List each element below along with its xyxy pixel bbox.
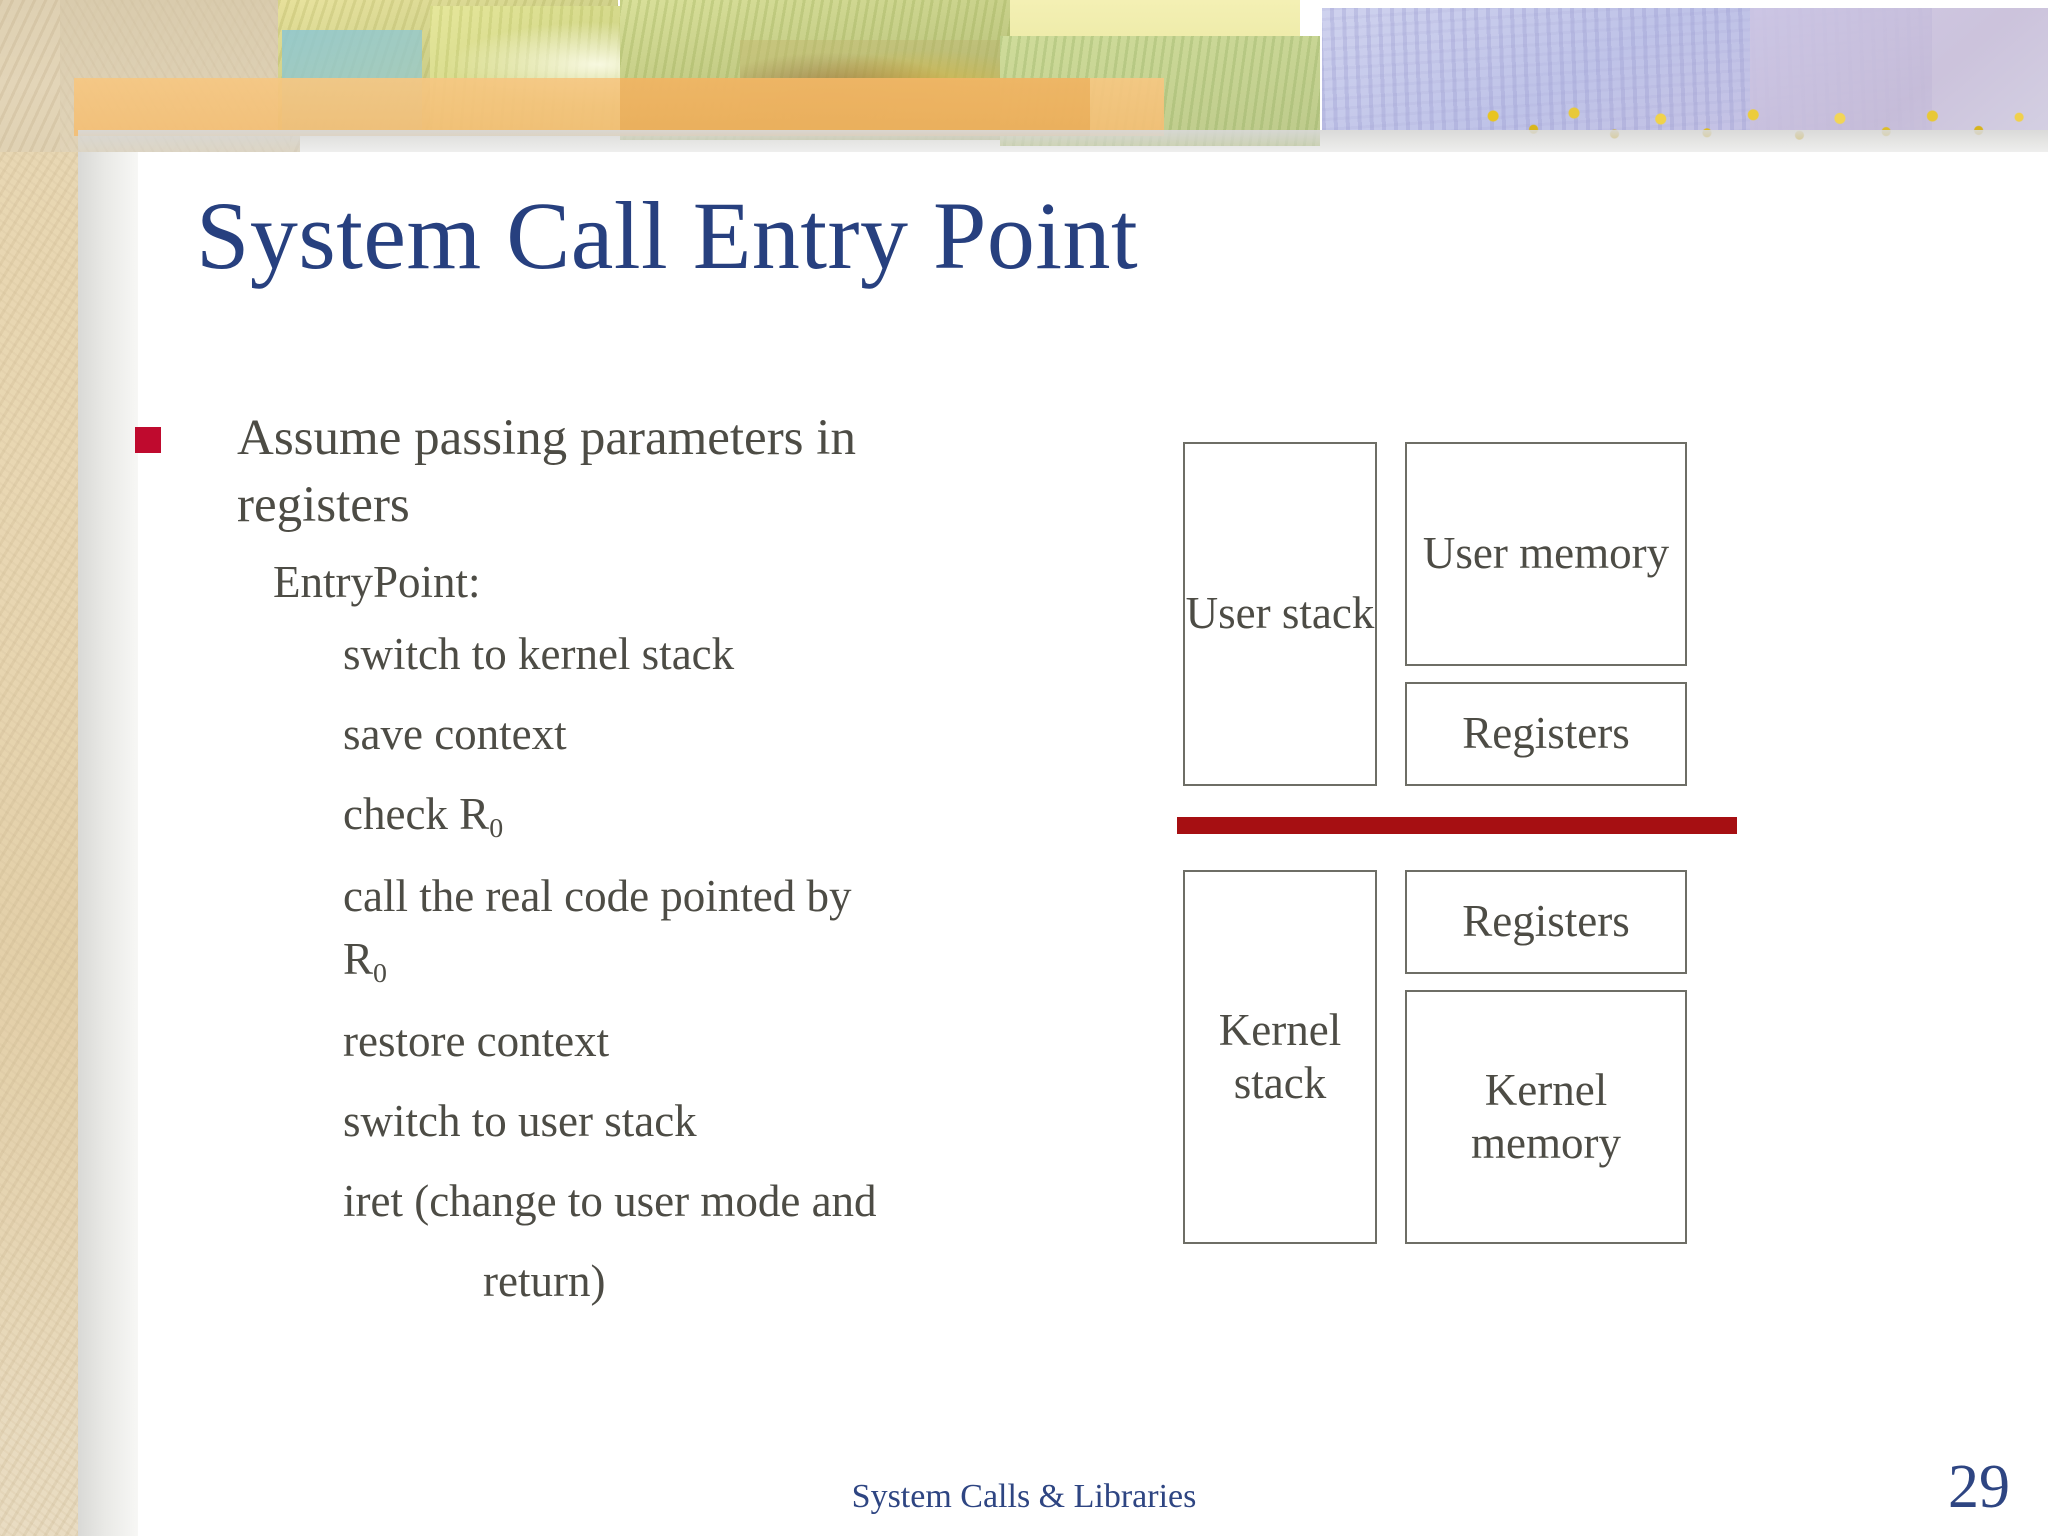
diagram-box-user-memory: User memory — [1405, 442, 1687, 666]
square-bullet-icon — [135, 427, 161, 453]
left-edge-gradient — [78, 0, 138, 1536]
pseudocode-line: return) — [483, 1250, 895, 1313]
diagram-box-kernel-registers: Registers — [1405, 870, 1687, 974]
pseudocode-line-text: save context — [343, 709, 567, 760]
diagram-box-user-registers: Registers — [1405, 682, 1687, 786]
memory-layout-diagram: User stack User memory Registers Kernel … — [1177, 442, 1737, 1244]
bullet-item-label: Assume passing parameters in registers — [237, 410, 856, 534]
pseudocode-line: restore context — [343, 1010, 895, 1073]
pseudocode-line: check R0 — [343, 783, 895, 848]
pseudocode-line: iret (change to user mode and — [343, 1170, 895, 1233]
pseudocode-line-text: iret (change to user mode and — [343, 1175, 877, 1226]
page-title: System Call Entry Point — [196, 182, 1139, 289]
register-subscript: 0 — [373, 957, 387, 989]
pseudocode-line-text: call the real code pointed by R — [343, 870, 852, 984]
pseudocode-list: switch to kernel stack save context chec… — [343, 623, 895, 1313]
pseudocode-line-text: return) — [483, 1255, 606, 1306]
user-kernel-boundary-divider — [1177, 817, 1737, 834]
pseudocode-line: call the real code pointed by R0 — [343, 865, 895, 993]
pseudocode-line-text: switch to kernel stack — [343, 629, 735, 680]
banner-bottom-fade — [78, 130, 2048, 152]
bullet-item: Assume passing parameters in registers — [135, 405, 895, 540]
decorative-header-banner — [0, 0, 2048, 152]
diagram-box-kernel-memory: Kernel memory — [1405, 990, 1687, 1244]
pseudocode-line: switch to user stack — [343, 1090, 895, 1153]
register-subscript: 0 — [489, 812, 504, 844]
footer-label: System Calls & Libraries — [851, 1478, 1197, 1515]
pseudocode-line-text: restore context — [343, 1015, 610, 1066]
diagram-box-kernel-stack: Kernel stack — [1183, 870, 1377, 1244]
pseudocode-line: switch to kernel stack — [343, 623, 895, 686]
diagram-box-user-stack: User stack — [1183, 442, 1377, 786]
left-texture-strip — [0, 0, 78, 1536]
entry-point-heading: EntryPoint: — [273, 556, 481, 607]
banner-band-orange-overlay — [620, 78, 1090, 136]
pseudocode-line-text: switch to user stack — [343, 1095, 697, 1146]
page-number: 29 — [1948, 1453, 2010, 1521]
pseudocode-line: save context — [343, 703, 895, 766]
pseudocode-line-text: check R — [343, 789, 490, 840]
slide-body: Assume passing parameters in registers E… — [135, 405, 895, 1330]
